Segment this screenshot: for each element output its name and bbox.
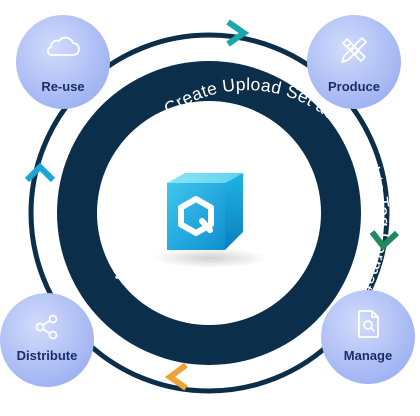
- pencil-ruler-icon: [341, 37, 367, 63]
- node-distribute[interactable]: Distribute: [0, 293, 94, 387]
- node-manage[interactable]: Manage: [321, 290, 415, 384]
- ring-word-6: Tag: [371, 190, 394, 227]
- arrow-bottom-icon: [164, 362, 188, 391]
- arrow-top-icon: [226, 19, 250, 47]
- node-reuse[interactable]: Re-use: [16, 15, 110, 109]
- node-produce-circle: [307, 15, 401, 109]
- outer-ring: [28, 32, 390, 394]
- node-produce[interactable]: Produce: [307, 15, 401, 109]
- node-reuse-circle: [16, 15, 110, 109]
- cube-logo-icon: [152, 173, 268, 268]
- node-manage-label: Manage: [344, 348, 392, 363]
- cloud-icon: [47, 36, 80, 56]
- node-distribute-label: Distribute: [17, 348, 78, 363]
- node-distribute-circle: [0, 293, 94, 387]
- node-reuse-label: Re-use: [41, 79, 84, 94]
- document-search-icon: [358, 310, 379, 338]
- arrow-right-icon: [369, 230, 400, 251]
- node-produce-label: Produce: [328, 79, 380, 94]
- arrow-left-icon: [24, 162, 56, 183]
- share-icon: [35, 314, 58, 340]
